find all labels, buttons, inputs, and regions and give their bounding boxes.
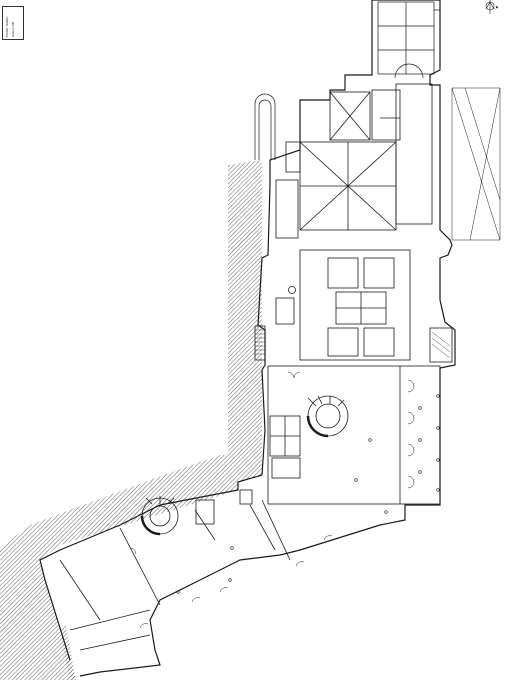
stairs-small: [255, 329, 451, 359]
ramp: [254, 93, 276, 160]
right-canopy: [451, 87, 501, 241]
hatched-ground: [0, 160, 262, 680]
north-arrow: N: [485, 0, 498, 14]
central-core: [254, 249, 453, 363]
door-swings: [129, 371, 415, 629]
columns: [176, 394, 440, 594]
title-block: PIANO TERRA scala 1:200: [2, 6, 24, 40]
north-arrow-label: N: [496, 7, 498, 9]
upper-block: [275, 83, 433, 239]
lower-spiral-stair: [140, 496, 179, 536]
lower-wing: [59, 489, 291, 651]
central-hall: [267, 365, 441, 505]
north-annex: [377, 1, 440, 79]
